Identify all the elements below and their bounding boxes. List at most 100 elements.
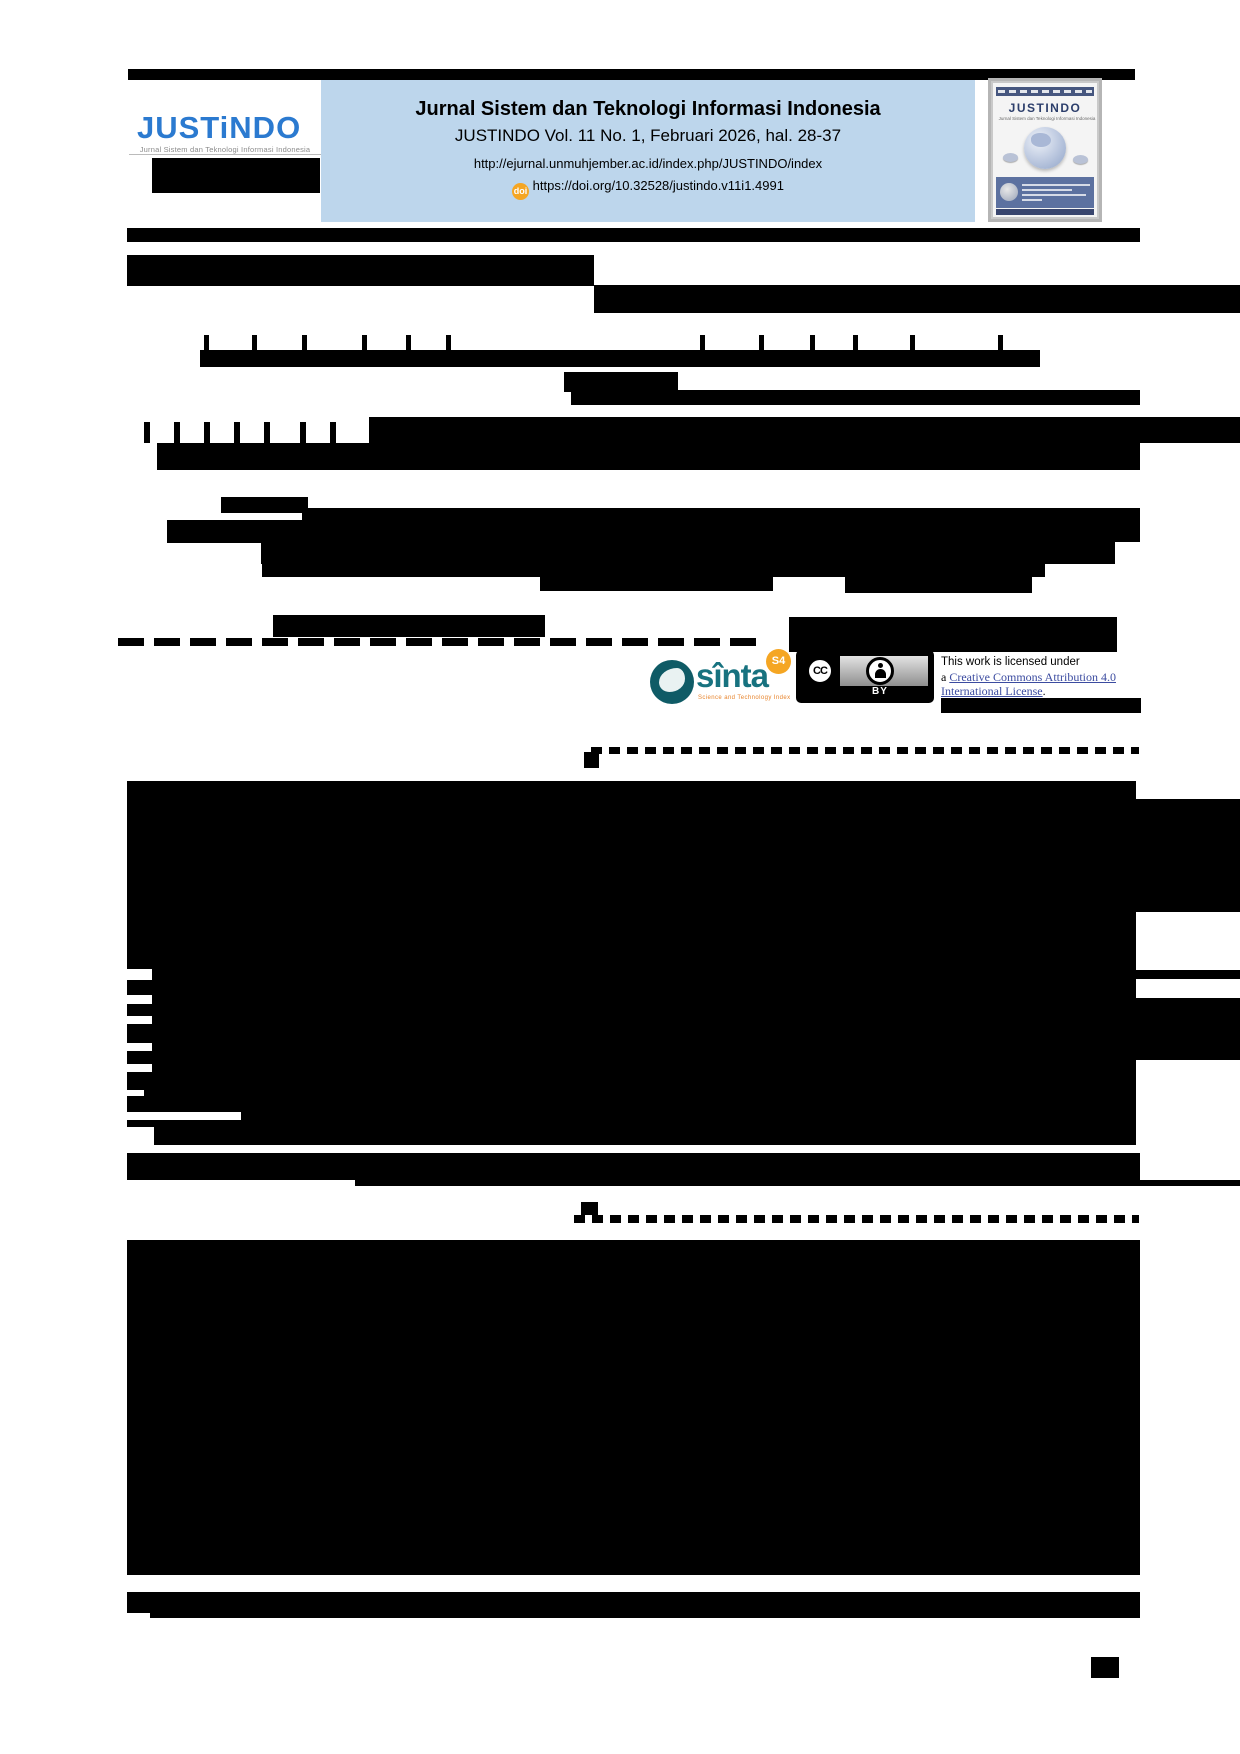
cc-logo-icon: CC bbox=[806, 657, 834, 685]
justindo-logo-text: JUSTiNDO bbox=[137, 110, 302, 145]
redaction-mark bbox=[998, 335, 1003, 350]
redaction-gap bbox=[127, 1112, 241, 1120]
cover-mouse-right-icon bbox=[1073, 155, 1088, 164]
redacted-abstract-block bbox=[127, 781, 1136, 1145]
redacted-margin-bleed-3 bbox=[1136, 998, 1240, 1060]
license-statement: This work is licensed under a Creative C… bbox=[941, 655, 1143, 699]
doi-link[interactable]: https://doi.org/10.32528/justindo.v11i1.… bbox=[532, 178, 784, 193]
redaction-mark bbox=[759, 335, 764, 350]
journal-banner: Jurnal Sistem dan Teknologi Informasi In… bbox=[321, 80, 975, 222]
redaction-mark bbox=[234, 422, 240, 443]
cover-text-line bbox=[1022, 199, 1042, 201]
redacted-heading-fragment bbox=[584, 752, 599, 768]
cover-top-bar bbox=[996, 87, 1094, 96]
redacted-affiliation-fragment-2 bbox=[167, 520, 308, 543]
cc-person-head bbox=[878, 663, 883, 668]
cc-person-body bbox=[875, 669, 886, 678]
redacted-affiliation-line-1 bbox=[302, 508, 1140, 542]
redaction-gap bbox=[127, 1127, 154, 1145]
redaction-mark bbox=[300, 422, 306, 443]
redaction-mark bbox=[330, 422, 336, 443]
redacted-dates-line bbox=[118, 638, 758, 646]
redaction-mark bbox=[362, 335, 367, 350]
journal-url-link[interactable]: http://ejurnal.unmuhjember.ac.id/index.p… bbox=[473, 156, 823, 171]
cc-license-link[interactable]: Creative Commons Attribution 4.0 Interna… bbox=[941, 669, 1116, 699]
redacted-keywords-line-2 bbox=[355, 1180, 1240, 1186]
cover-globe-image bbox=[1024, 127, 1066, 169]
journal-title: Jurnal Sistem dan Teknologi Informasi In… bbox=[415, 98, 881, 120]
redaction-mark bbox=[810, 335, 815, 350]
cc-by-label: BY bbox=[872, 686, 888, 697]
license-suffix: . bbox=[1042, 684, 1046, 698]
cover-text-line bbox=[1022, 194, 1086, 196]
cover-tagline-text: Jurnal Sistem dan Teknologi Informasi In… bbox=[998, 116, 1096, 121]
cover-masthead-text: JUSTINDO bbox=[1008, 101, 1082, 115]
redaction-gap bbox=[127, 1043, 152, 1051]
cover-mouse-left-icon bbox=[1003, 153, 1018, 162]
redacted-line bbox=[571, 390, 1140, 405]
sinta-garuda-icon bbox=[650, 660, 694, 704]
redaction-mark bbox=[406, 335, 411, 350]
redacted-logo-caption bbox=[152, 158, 320, 193]
license-prefix: a bbox=[941, 669, 950, 684]
redaction-mark bbox=[910, 335, 915, 350]
sinta-tagline: Science and Technology Index bbox=[698, 695, 791, 701]
redacted-heading-fragment-2 bbox=[581, 1202, 598, 1218]
redaction-gap bbox=[127, 1090, 144, 1096]
redacted-title-line-2 bbox=[594, 285, 1240, 313]
redacted-keywords-line-1 bbox=[127, 1153, 1140, 1180]
redaction-mark bbox=[144, 422, 150, 443]
redacted-body-block bbox=[127, 1240, 1140, 1575]
cover-bottom-strip bbox=[996, 209, 1094, 215]
redacted-page-number bbox=[1091, 1657, 1119, 1678]
header-bottom-rule bbox=[127, 228, 1140, 242]
issue-info: JUSTINDO Vol. 11 No. 1, Februari 2026, h… bbox=[454, 126, 842, 145]
redaction-mark bbox=[700, 335, 705, 350]
redaction-mark bbox=[204, 422, 210, 443]
redacted-subtitle-line bbox=[200, 350, 1040, 367]
redaction-mark bbox=[302, 335, 307, 350]
redacted-margin-bleed-1 bbox=[1136, 799, 1240, 912]
doi-icon: doi bbox=[512, 183, 530, 200]
redacted-authors-line-2 bbox=[157, 443, 1140, 470]
redacted-footer-line-2 bbox=[150, 1613, 1140, 1618]
redacted-abstract-heading bbox=[591, 747, 1139, 754]
redaction-mark bbox=[174, 422, 180, 443]
redaction-gap bbox=[127, 995, 152, 1004]
redaction-mark bbox=[264, 422, 270, 443]
cover-university-emblem bbox=[1000, 183, 1018, 201]
redaction-mark bbox=[853, 335, 858, 350]
redaction-mark bbox=[446, 335, 451, 350]
redaction-gap bbox=[127, 1064, 152, 1072]
redaction-gap bbox=[127, 1016, 152, 1024]
journal-logo: JUSTiNDO Jurnal Sistem dan Teknologi Inf… bbox=[113, 84, 321, 224]
redacted-meta-right-1 bbox=[845, 575, 1032, 593]
redaction-mark bbox=[204, 335, 209, 350]
sinta-wordmark: sînta bbox=[696, 657, 769, 694]
cover-text-line bbox=[1022, 189, 1072, 191]
redacted-authors-line-1 bbox=[369, 417, 1240, 443]
top-rule bbox=[128, 69, 1135, 80]
license-line-1: This work is licensed under bbox=[941, 656, 1080, 668]
sinta-badge[interactable]: sînta Science and Technology Index S4 bbox=[650, 649, 792, 711]
doi-row: doi https://doi.org/10.32528/justindo.v1… bbox=[321, 178, 975, 200]
redacted-email-line bbox=[540, 577, 773, 591]
cover-text-line bbox=[1022, 184, 1090, 186]
cc-person-icon bbox=[866, 657, 894, 685]
cc-by-badge[interactable]: CC BY bbox=[796, 650, 934, 703]
redacted-title-line-1 bbox=[127, 255, 594, 286]
redacted-footer-line-1 bbox=[127, 1592, 1140, 1613]
cover-inner: JUSTINDO Jurnal Sistem dan Teknologi Inf… bbox=[993, 83, 1097, 217]
redaction-mark bbox=[252, 335, 257, 350]
redacted-meta-left bbox=[273, 615, 545, 637]
license-link-lines: a Creative Commons Attribution 4.0 Inter… bbox=[941, 670, 1143, 699]
redaction-gap bbox=[127, 969, 152, 980]
redacted-section-heading bbox=[574, 1215, 1139, 1223]
redacted-meta-right-2 bbox=[789, 617, 1117, 652]
justindo-logo-tagline: Jurnal Sistem dan Teknologi Informasi In… bbox=[129, 145, 321, 155]
redacted-affiliation-fragment bbox=[221, 497, 308, 513]
cover-publisher-panel bbox=[996, 177, 1094, 208]
redacted-center-fragment bbox=[564, 372, 678, 392]
redacted-affiliation-line-3 bbox=[262, 548, 1045, 577]
